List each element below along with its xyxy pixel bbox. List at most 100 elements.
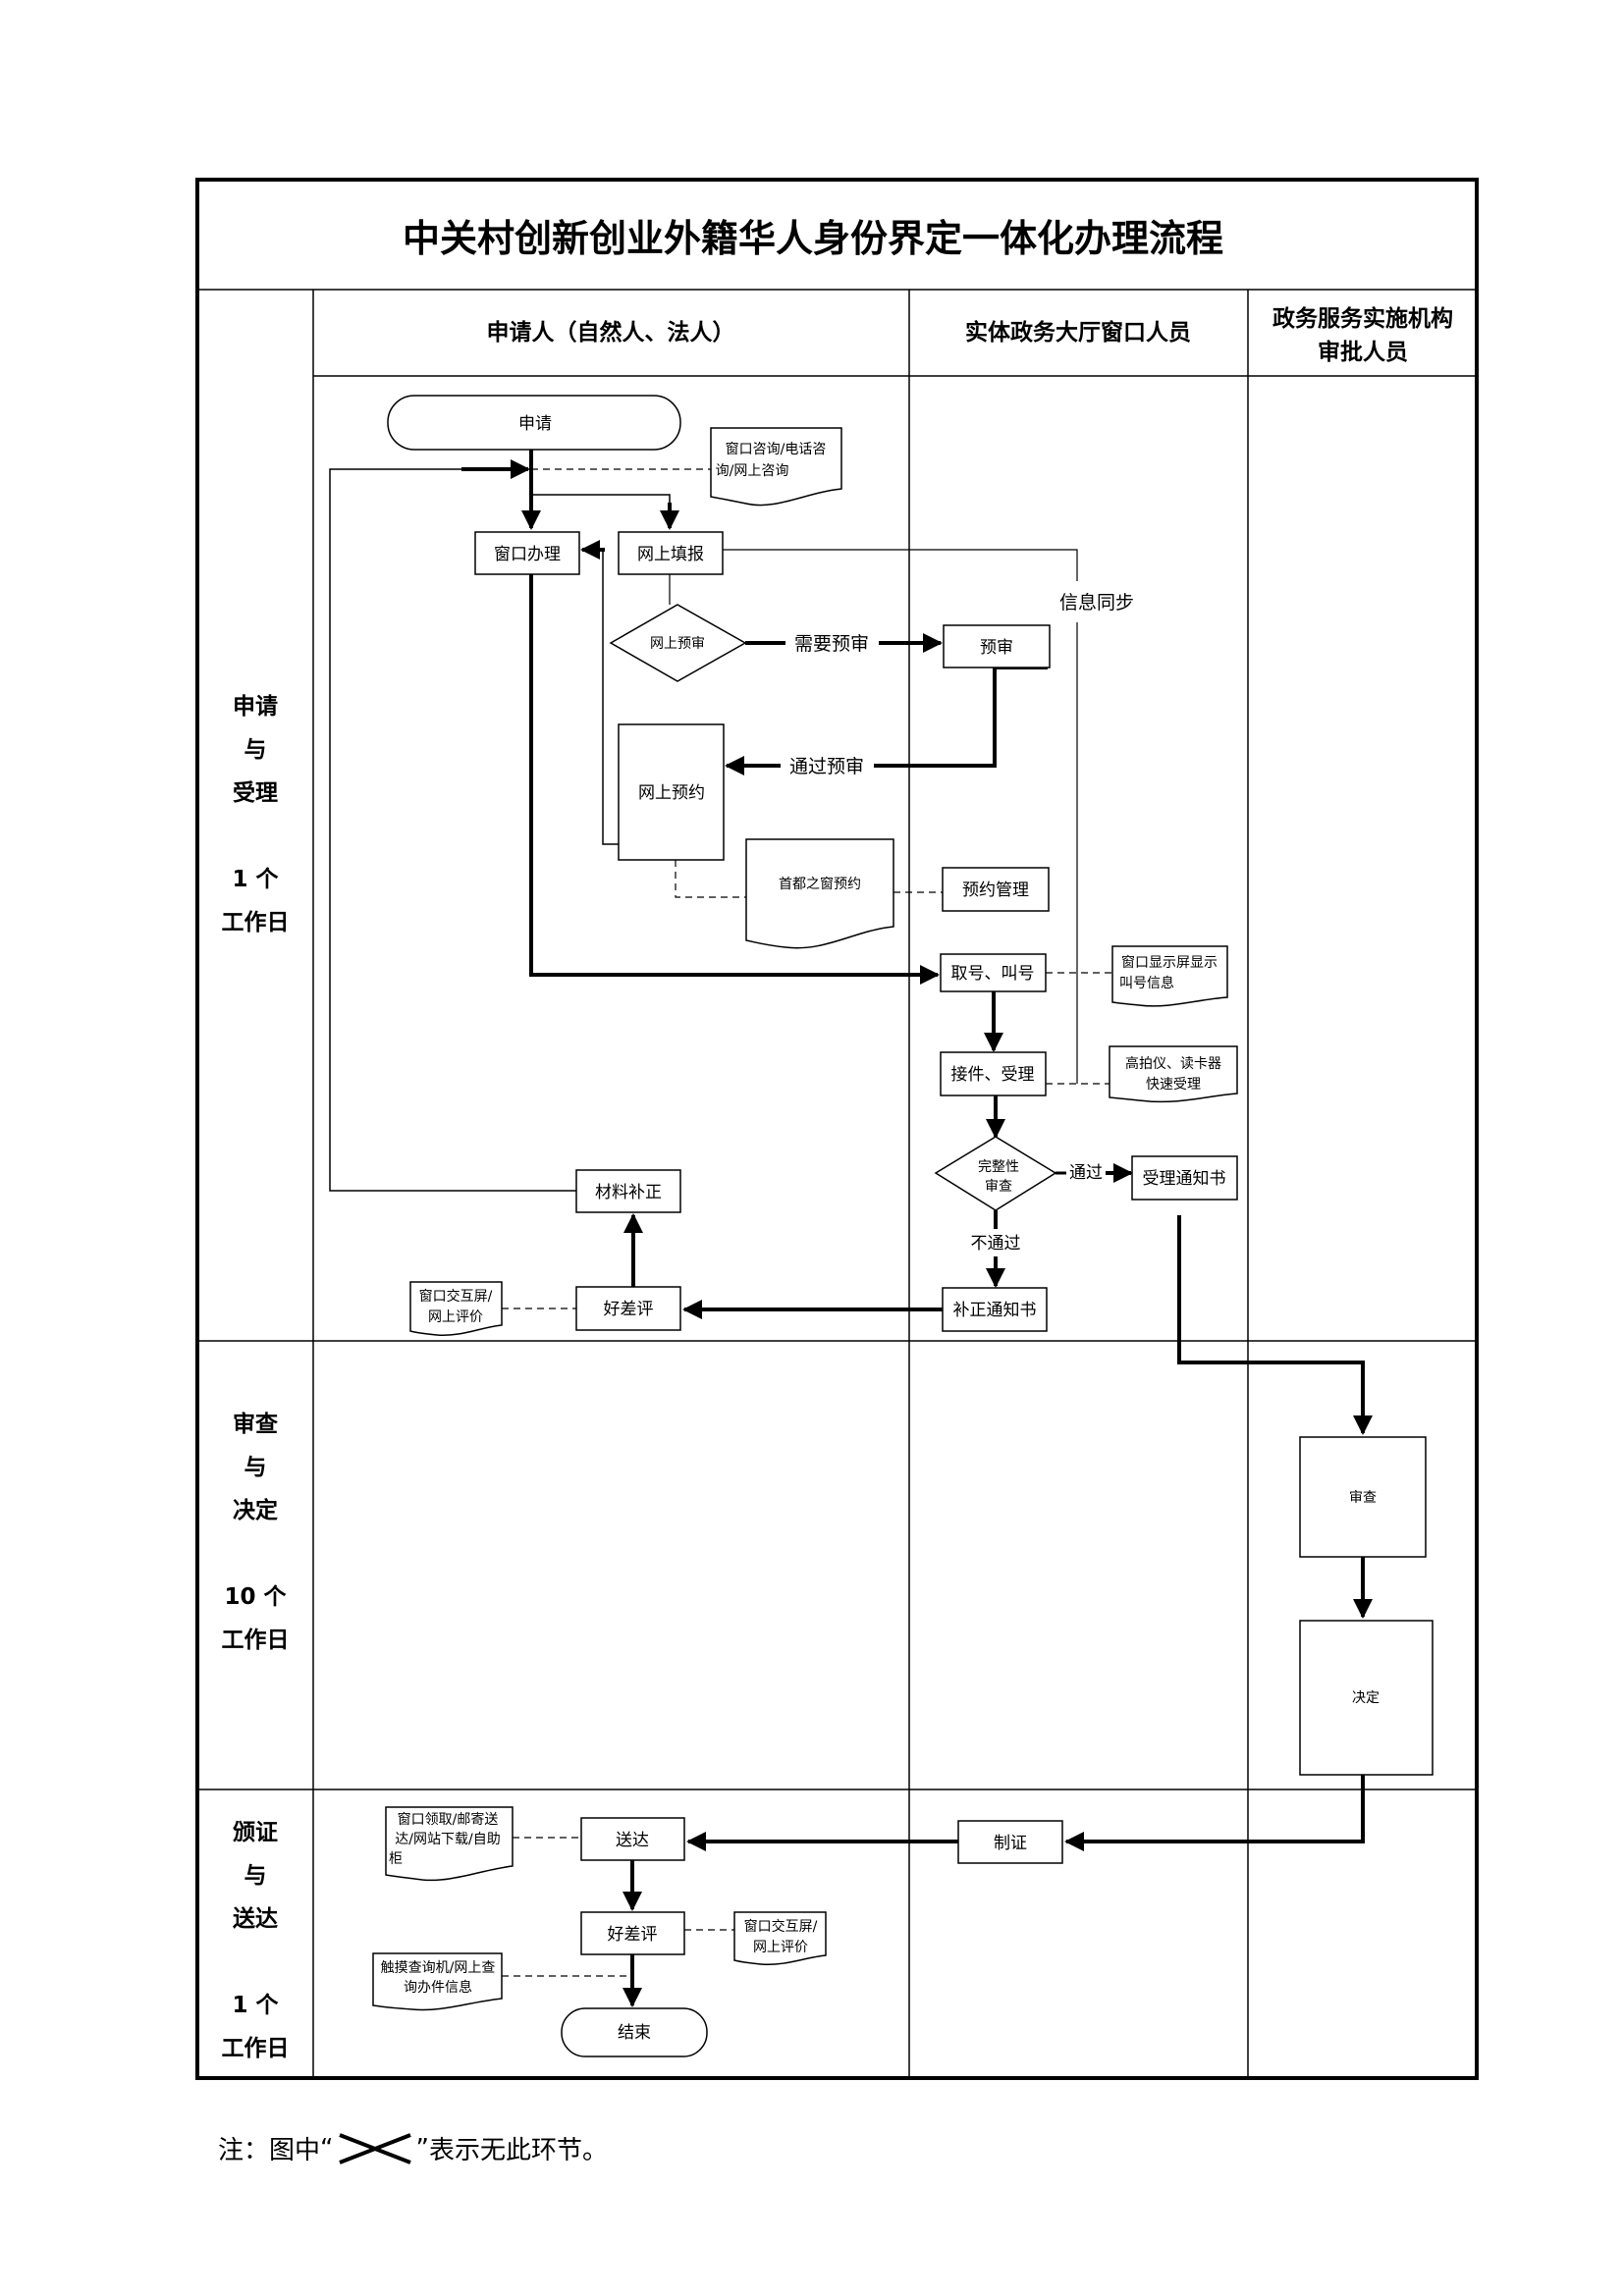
doc-screen [1111,945,1228,1007]
edge-booking-to-window [587,549,619,845]
stage-duration-line: 工作日 [222,910,290,935]
edge-decision-to-cert [1064,1775,1365,1851]
stage-duration-line: 1 个 [232,1993,279,2018]
node-window-handle [474,531,580,575]
stage-name-line: 送达 [233,1905,278,1932]
edge-booking-to-capital-doc [675,860,746,898]
lane-header-approver-line1: 政务服务实施机构 [1272,305,1453,332]
edge-apply-to-online-fill [531,494,671,528]
stage-name-line: 申请 [233,693,278,720]
online-booking-label: 网上预约 [638,783,705,803]
end-label: 结束 [618,2023,651,2043]
node-rating-2 [580,1911,685,1955]
edge-notice-to-review [1177,1215,1373,1435]
footnote: 注：图中 “ ” 表示无此环节。 [218,2130,608,2166]
accept-label: 接件、受理 [951,1065,1035,1085]
screen-doc-line2: 叫号信息 [1119,975,1174,991]
footnote-prefix: 注：图中 [218,2136,321,2165]
footnote-suffix: 表示无此环节。 [428,2136,608,2165]
fail-label: 不通过 [971,1234,1021,1254]
material-correction-label: 材料补正 [595,1183,662,1202]
node-booking-mgmt [942,867,1050,912]
doc-capital-window [745,838,894,949]
stage-duration-line: 工作日 [222,2036,290,2061]
scanner-doc-line2: 快速受理 [1146,1077,1201,1093]
rating-doc1-line2: 网上评价 [428,1309,483,1325]
rating-2-label: 好差评 [608,1925,658,1945]
stage-duration-line: 工作日 [222,1628,290,1653]
take-number-label: 取号、叫号 [951,964,1035,984]
edge-window-to-take-number [529,574,940,985]
deliver-label: 送达 [616,1831,649,1850]
node-online-booking [618,723,725,861]
node-accept [940,1051,1047,1096]
lane-header-applicant: 申请人（自然人、法人） [487,319,735,346]
node-acceptance-notice [1131,1155,1238,1201]
completeness-line2: 审查 [985,1179,1012,1195]
doc-rating-2 [733,1911,827,1966]
need-precheck-label: 需要预审 [794,633,869,655]
rating-doc1-line1: 窗口交互屏/ [419,1288,493,1305]
lane-header-approver-line2: 审批人员 [1318,339,1408,365]
doc-scanner [1109,1045,1238,1103]
stage-name-line: 颁证 [233,1820,278,1845]
node-online-fill [618,531,724,575]
correction-notice-label: 补正通知书 [953,1301,1037,1320]
delivery-doc-line1: 窗口领取/邮寄送 [398,1811,499,1828]
pass-label: 通过 [1069,1163,1103,1183]
lane-header-window-staff: 实体政务大厅窗口人员 [965,319,1191,346]
connectors [329,450,1373,2007]
stage-name-line: 与 [244,1863,267,1889]
rating-doc2-line2: 网上评价 [753,1940,808,1955]
node-online-precheck-diamond [609,604,747,682]
online-fill-label: 网上填报 [637,545,704,564]
doc-consult [710,427,842,507]
apply-label: 申请 [518,414,552,434]
precheck-label: 预审 [980,638,1013,658]
stage-name-line: 与 [244,1455,267,1480]
pass-precheck-label: 通过预审 [789,756,864,777]
node-end-terminal [561,2007,708,2057]
info-sync-label: 信息同步 [1059,592,1134,614]
node-precheck [943,624,1051,668]
delivery-doc-line3: 柜 [389,1851,403,1867]
rating-doc2-line1: 窗口交互屏/ [744,1918,818,1935]
stage-name-line: 决定 [233,1497,278,1523]
delivery-doc-line2: 达/网站下载/自助 [395,1832,500,1847]
screen-doc-line1: 窗口显示屏显示 [1121,954,1218,971]
edge-info-sync [723,549,1078,581]
stage-label-accept: 申请 与 受理 1 个 工作日 [222,693,290,935]
footnote-open-quote: “ [320,2133,334,2163]
query-doc-line1: 触摸查询机/网上查 [381,1960,496,1976]
node-deliver [580,1817,685,1861]
query-doc-line2: 询办件信息 [404,1979,472,1996]
review-label: 审查 [1349,1490,1377,1506]
stage-name-line: 受理 [233,779,278,806]
rating-1-label: 好差评 [604,1300,654,1319]
outer-border [195,178,1479,2080]
capital-window-doc-label: 首都之窗预约 [779,876,861,892]
node-rating-1 [575,1286,681,1331]
online-precheck-label: 网上预审 [650,636,705,652]
booking-mgmt-label: 预约管理 [962,881,1029,900]
stage-name-line: 与 [244,737,267,763]
make-cert-label: 制证 [994,1834,1027,1853]
node-take-number [940,953,1047,992]
scanner-doc-line1: 高拍仪、读卡器 [1125,1055,1221,1072]
table-frame [195,178,1479,2080]
stage-name-line: 审查 [233,1411,278,1437]
decision-label: 决定 [1352,1690,1380,1706]
node-apply-terminal [387,395,681,451]
completeness-line1: 完整性 [978,1159,1019,1175]
edge-precheck-to-booking [874,666,1048,768]
node-correction-notice [942,1287,1048,1332]
doc-rating-1 [409,1281,503,1336]
node-review [1299,1436,1427,1558]
consult-doc-line1: 窗口咨询/电话咨 [726,441,827,457]
node-make-cert [957,1820,1063,1864]
info-sync-label-bg [1051,583,1149,620]
node-decision [1299,1620,1434,1776]
doc-delivery [385,1806,514,1882]
footnote-close-quote: ” [415,2133,429,2163]
